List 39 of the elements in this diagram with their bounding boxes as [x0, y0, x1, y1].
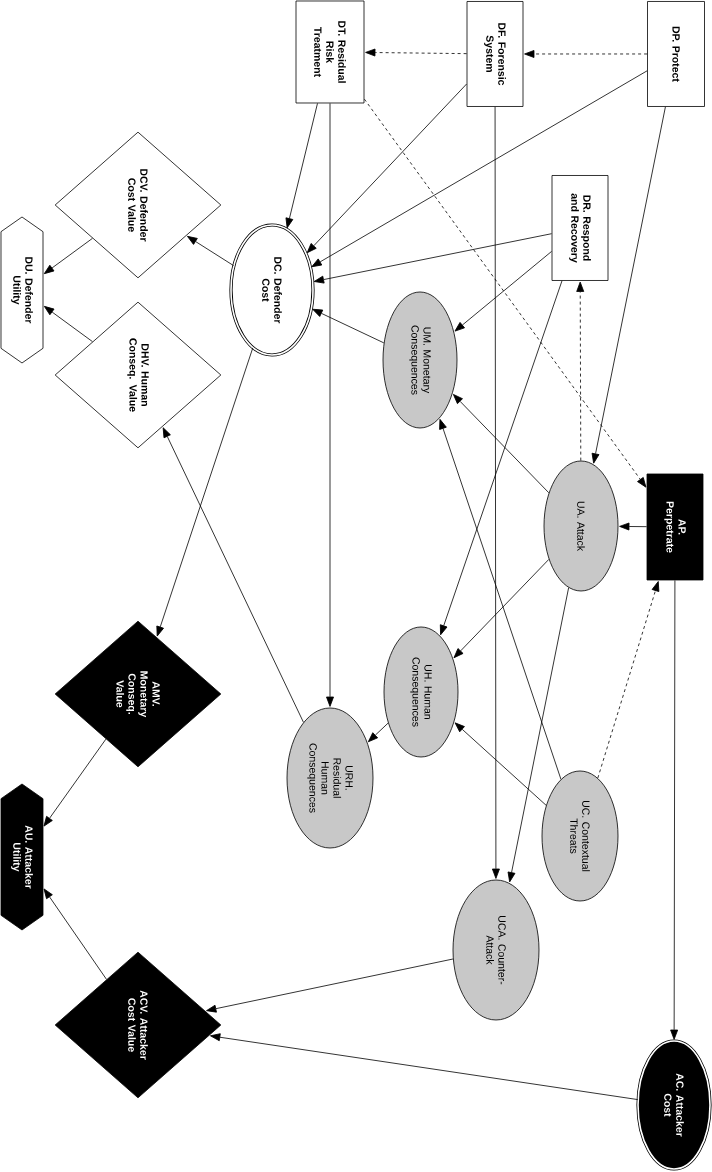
arrow [311, 70, 648, 268]
arrow [453, 558, 550, 659]
arrow [313, 233, 552, 284]
arrow [43, 888, 107, 980]
dashed-arrow [364, 98, 647, 488]
decision-box: DP. Protect [647, 1, 705, 107]
arrow [43, 237, 93, 275]
arrow [439, 280, 563, 636]
arrow [326, 103, 334, 707]
arrow [285, 103, 318, 229]
decision-box: AP. Perpetrate [646, 473, 704, 581]
arrow [507, 587, 570, 883]
arrow [591, 106, 666, 464]
arrow [439, 418, 562, 780]
dashed-arrow [365, 48, 467, 57]
arrow [670, 580, 679, 1040]
arrow [312, 308, 385, 344]
arrow [454, 722, 547, 806]
arrow [367, 722, 389, 743]
arrow [162, 427, 304, 723]
arrow [619, 522, 647, 531]
arrow [306, 83, 467, 254]
utility-hexagon: DU. Defender Utility [0, 216, 44, 364]
arrow [156, 347, 254, 637]
dashed-arrow [524, 50, 648, 58]
dashed-arrow [576, 281, 585, 461]
arrow [210, 1033, 639, 1100]
arrow [43, 738, 107, 827]
arrow [43, 305, 93, 343]
utility-hexagon: AU. Attacker Utility [0, 783, 44, 931]
arrow [492, 106, 500, 879]
arrow [454, 251, 552, 332]
decision-box: DF. Forensic System [466, 1, 524, 107]
arrow [453, 394, 550, 494]
arrow [206, 958, 454, 1013]
arrow [187, 235, 234, 266]
decision-box: DR. Respond and Recovery [551, 175, 609, 281]
dashed-arrow [597, 581, 660, 779]
decision-box: DT. Residual Risk Treatment [295, 0, 365, 104]
